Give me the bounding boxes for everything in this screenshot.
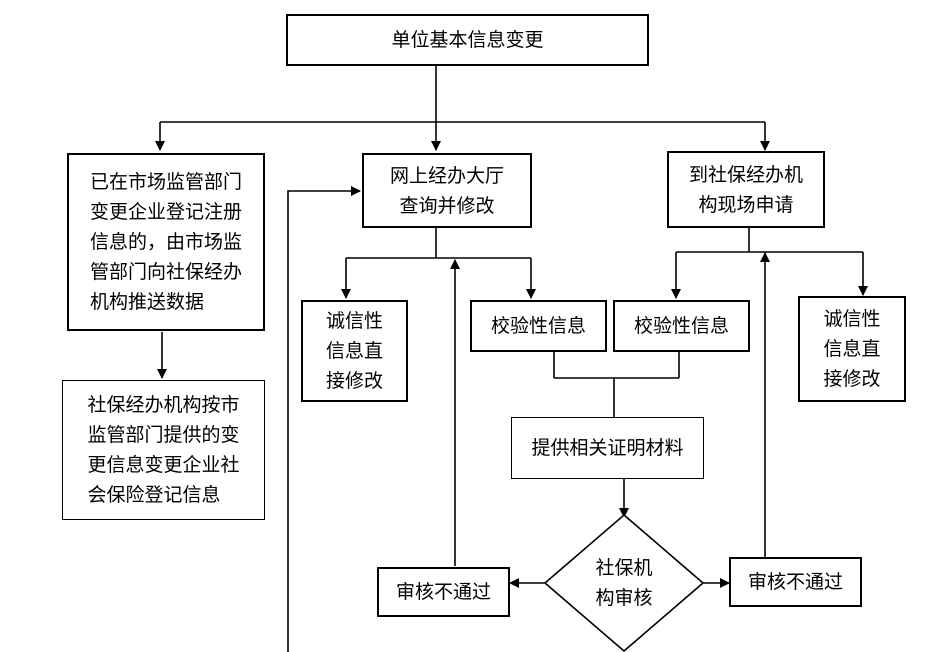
node-integrity-right: 诚信性 信息直 接修改 [798,296,906,402]
node-review-label: 社保机 构审核 [595,557,653,609]
node-integrity-left: 诚信性 信息直 接修改 [301,300,408,402]
node-reject-left: 审核不通过 [377,567,510,617]
node-integrity-left-label: 诚信性 信息直 接修改 [325,310,383,392]
node-onsite-apply-label: 到社保经办机 构现场申请 [688,163,803,216]
node-social-change: 社保经办机构按市 监管部门提供的变 更信息变更企业社 会保险登记信息 [62,380,265,520]
node-top-label: 单位基本信息变更 [391,29,544,51]
node-reject-right: 审核不通过 [729,557,862,607]
arrow-return-to-online [287,186,361,652]
node-verify-left: 校验性信息 [470,300,607,352]
node-materials: 提供相关证明材料 [511,417,704,479]
review-diamond [543,513,705,652]
node-reject-right-label: 审核不通过 [747,571,843,593]
node-materials-label: 提供相关证明材料 [531,437,684,459]
node-market-push: 已在市场监管部门 变更企业登记注册 信息的，由市场监 管部门向社保经办 机构推送… [67,153,265,331]
node-online-hall: 网上经办大厅 查询并修改 [362,153,532,228]
node-verify-right: 校验性信息 [613,300,750,352]
node-social-change-label: 社保经办机构按市 监管部门提供的变 更信息变更企业社 会保险登记信息 [87,394,240,506]
node-integrity-right-label: 诚信性 信息直 接修改 [823,308,881,390]
node-top: 单位基本信息变更 [286,14,649,66]
node-verify-left-label: 校验性信息 [490,315,586,337]
node-market-push-label: 已在市场监管部门 变更企业登记注册 信息的，由市场监 管部门向社保经办 机构推送… [89,171,242,313]
node-online-hall-label: 网上经办大厅 查询并修改 [389,164,504,217]
node-reject-left-label: 审核不通过 [395,581,491,603]
node-verify-right-label: 校验性信息 [633,315,729,337]
node-onsite-apply: 到社保经办机 构现场申请 [667,151,825,228]
